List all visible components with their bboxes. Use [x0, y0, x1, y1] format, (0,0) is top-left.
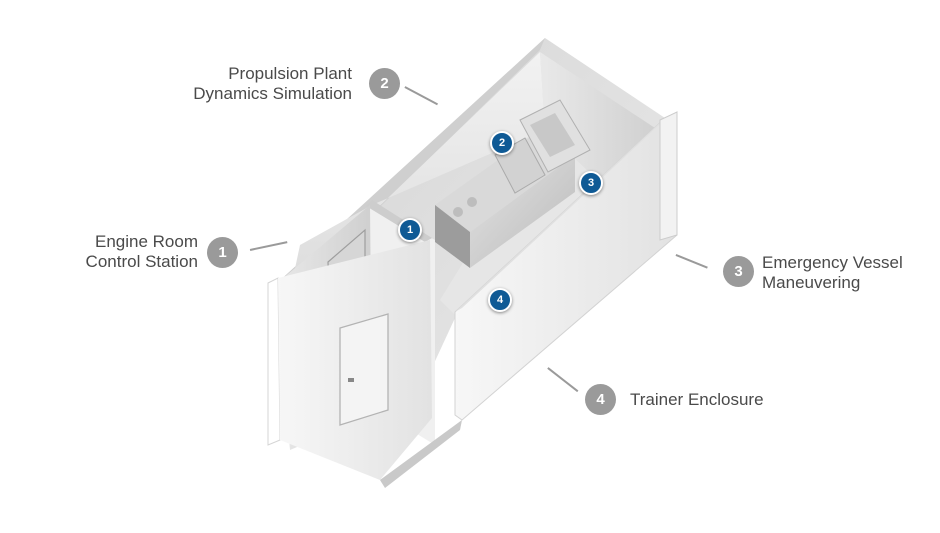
console-front-left — [435, 205, 470, 268]
callout-1-label: Engine Room Control Station — [62, 232, 198, 272]
console-front — [470, 155, 575, 268]
callout-3-badge: 3 — [723, 256, 754, 287]
callout-2-label: Propulsion Plant Dynamics Simulation — [162, 64, 352, 104]
callout-3-line2: Maneuvering — [762, 273, 861, 292]
exterior-door-handle — [348, 378, 354, 382]
console-gauge — [453, 207, 463, 217]
callout-4-badge: 4 — [585, 384, 616, 415]
callout-2-badge: 2 — [369, 68, 400, 99]
callout-1-line2: Control Station — [85, 252, 198, 271]
callout-4-label: Trainer Enclosure — [630, 390, 810, 410]
floor-edge — [380, 420, 462, 488]
back-wall — [290, 52, 545, 292]
console-screen — [530, 113, 575, 157]
marker-2[interactable]: 2 — [490, 131, 514, 155]
exterior-door — [339, 313, 389, 426]
marker-3[interactable]: 3 — [579, 171, 603, 195]
marker-1[interactable]: 1 — [398, 218, 422, 242]
callout-1-badge: 1 — [207, 237, 238, 268]
callout-4-line1: Trainer Enclosure — [630, 390, 764, 409]
callout-3-label: Emergency Vessel Maneuvering — [762, 253, 932, 293]
callout-3-line1: Emergency Vessel — [762, 253, 903, 272]
console-gauge — [467, 197, 477, 207]
enclosure-end-edge — [659, 111, 678, 241]
callout-2-line1: Propulsion Plant — [228, 64, 352, 83]
near-wall-edge — [267, 277, 281, 446]
marker-4[interactable]: 4 — [488, 288, 512, 312]
callout-1-line1: Engine Room — [94, 232, 198, 251]
callout-2-line2: Dynamics Simulation — [193, 84, 352, 103]
enclosure-front-wall-top — [455, 115, 670, 312]
